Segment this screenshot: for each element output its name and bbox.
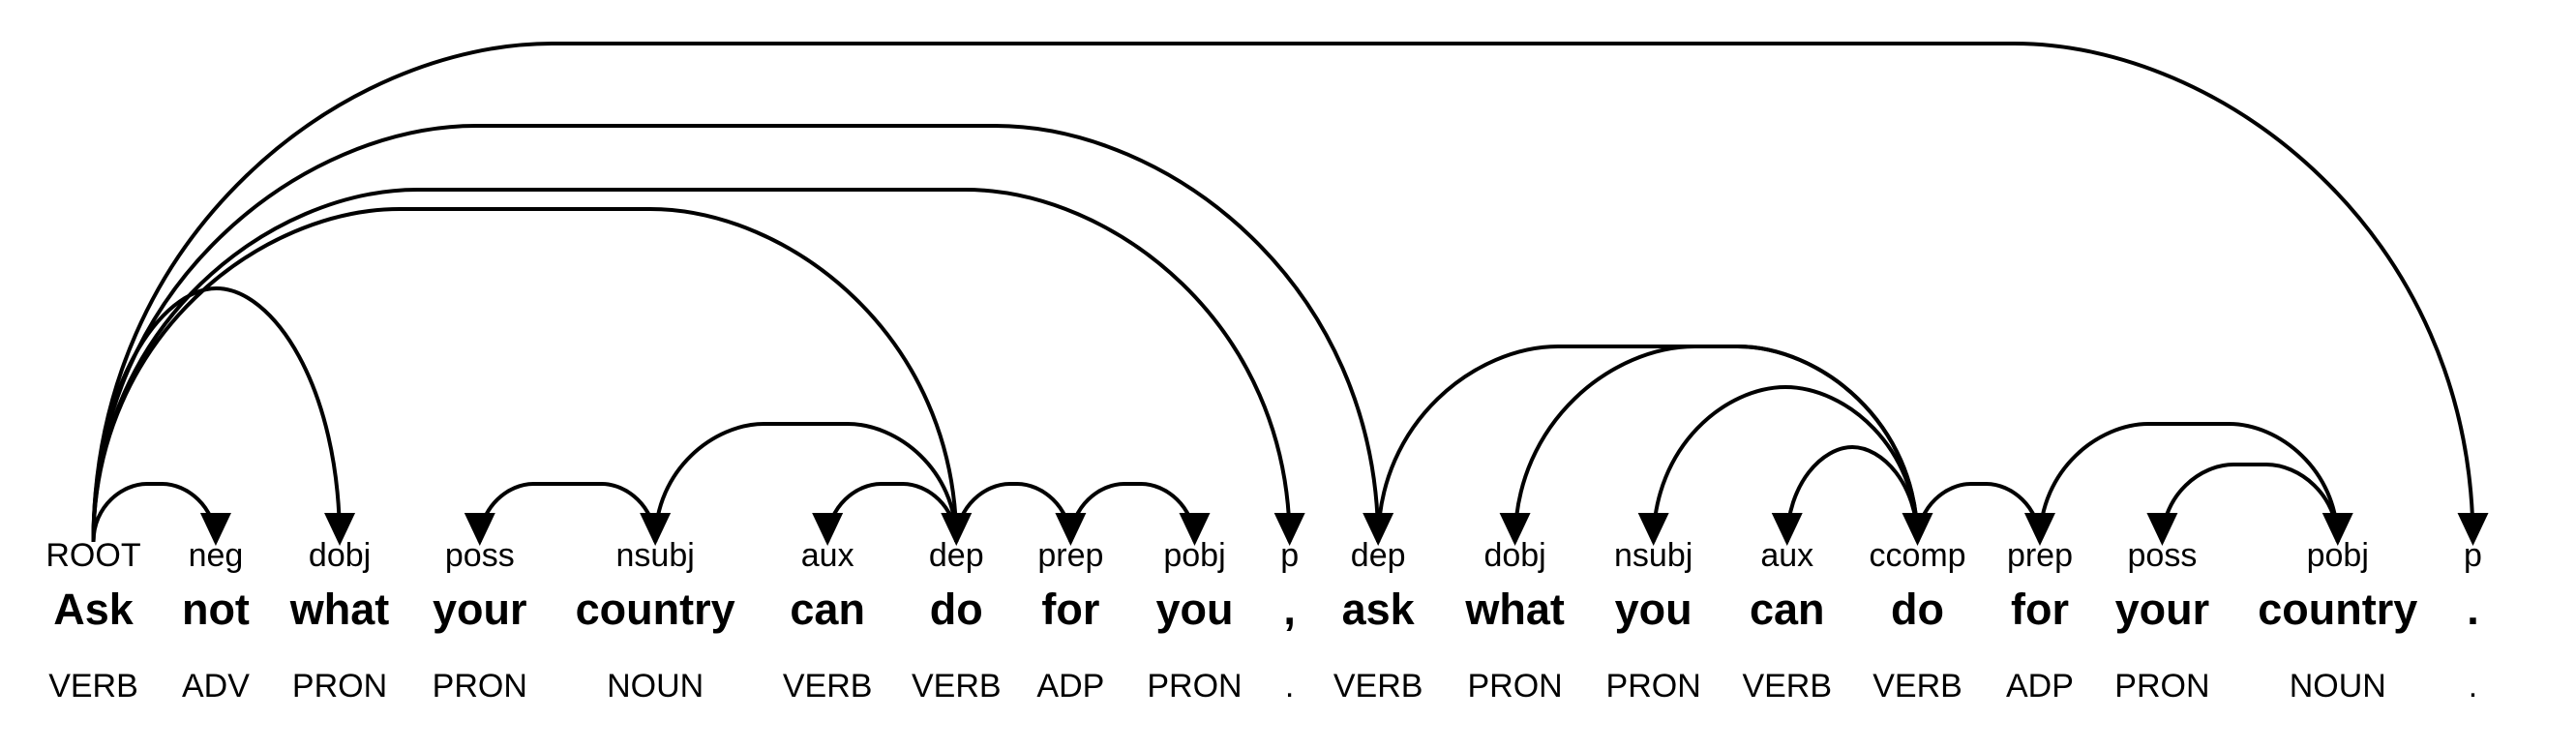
dep-label-16: poss: [2128, 537, 2198, 574]
pos-tag-2: PRON: [292, 668, 387, 705]
arrowhead-poss: [464, 513, 495, 546]
arrowhead-nsubj: [640, 513, 672, 546]
dep-label-2: dobj: [309, 537, 371, 574]
token-word-4[interactable]: country: [576, 585, 735, 634]
dep-label-9: p: [1280, 537, 1299, 574]
arrowhead-poss: [2146, 513, 2178, 546]
pos-tag-12: PRON: [1606, 668, 1701, 705]
dependency-arc-dobj: [91, 285, 343, 543]
dependency-arc-pobj: [1068, 482, 1197, 543]
token-word-1[interactable]: not: [182, 585, 250, 634]
dep-label-14: ccomp: [1869, 537, 1965, 574]
dependency-arc-prep: [954, 482, 1073, 543]
arrowhead-nsubj: [1637, 513, 1669, 546]
arrowhead-dep: [1363, 513, 1394, 546]
token-word-18[interactable]: .: [2467, 585, 2479, 634]
dep-label-17: pobj: [2307, 537, 2369, 574]
arrowhead-dobj: [324, 513, 356, 546]
dependency-arc-prep: [1915, 482, 2042, 543]
dependency-arc-ccomp: [1376, 345, 1920, 543]
pos-tag-7: ADP: [1036, 668, 1104, 705]
arrowhead-dep: [941, 513, 973, 546]
arcs-layer: [91, 42, 2475, 543]
pos-tags-layer: VERB ADV PRON PRON NOUN VERB VERB ADP PRON. VERB P…: [48, 668, 2477, 705]
dependency-arc-poss: [477, 482, 658, 543]
dep-label-3: poss: [445, 537, 515, 574]
pos-tag-9: .: [1285, 668, 1294, 705]
dependency-arc-nsubj: [653, 422, 959, 543]
pos-tag-10: VERB: [1333, 668, 1423, 705]
dependency-labels-layer: ROOT neg dobj poss nsubj aux dep prep pobj p dep do…: [45, 537, 2482, 574]
dep-label-7: prep: [1037, 537, 1103, 574]
token-word-0[interactable]: Ask: [53, 585, 135, 634]
pos-tag-16: PRON: [2114, 668, 2209, 705]
dependency-arc-neg: [91, 482, 218, 543]
token-word-7[interactable]: for: [1041, 585, 1099, 634]
token-word-16[interactable]: your: [2115, 585, 2210, 634]
token-word-13[interactable]: can: [1750, 585, 1825, 634]
arrowhead-p: [2457, 513, 2489, 546]
arrowheads-layer: [199, 513, 2489, 546]
pos-tag-5: VERB: [783, 668, 873, 705]
token-word-17[interactable]: country: [2258, 585, 2417, 634]
dependency-arc-nsubj: [1651, 384, 1920, 543]
token-word-12[interactable]: you: [1615, 585, 1692, 634]
arrowhead-pobj: [2321, 513, 2353, 546]
pos-tag-6: VERB: [912, 668, 1002, 705]
token-word-11[interactable]: what: [1464, 585, 1565, 634]
dependency-arc-aux: [1784, 444, 1920, 543]
pos-tag-18: .: [2469, 668, 2477, 705]
arrowhead-pobj: [1179, 513, 1211, 546]
token-word-6[interactable]: do: [930, 585, 983, 634]
dependency-arc-pobj: [2037, 422, 2340, 543]
dep-label-4: nsubj: [616, 537, 695, 574]
dep-label-5: aux: [801, 537, 854, 574]
dependency-arc-dep: [91, 124, 1381, 543]
dep-label-8: pobj: [1163, 537, 1225, 574]
arrowhead-aux: [812, 513, 844, 546]
pos-tag-17: NOUN: [2290, 668, 2386, 705]
dependency-arc-dep: [91, 207, 959, 543]
pos-tag-11: PRON: [1467, 668, 1562, 705]
dep-label-6: dep: [929, 537, 984, 574]
dependency-arc-p: [91, 188, 1292, 543]
token-word-15[interactable]: for: [2011, 585, 2069, 634]
token-word-2[interactable]: what: [289, 585, 390, 634]
dep-label-1: neg: [189, 537, 244, 574]
dep-label-15: prep: [2007, 537, 2073, 574]
arrowhead-prep: [1055, 513, 1087, 546]
arrowhead-prep: [2023, 513, 2055, 546]
pos-tag-8: PRON: [1147, 668, 1242, 705]
dependency-arc-aux: [825, 482, 959, 543]
token-word-14[interactable]: do: [1891, 585, 1944, 634]
token-word-8[interactable]: you: [1155, 585, 1233, 634]
pos-tag-13: VERB: [1742, 668, 1832, 705]
dep-label-13: aux: [1760, 537, 1813, 574]
arrowhead-ccomp: [1902, 513, 1933, 546]
dep-label-0: ROOT: [45, 537, 140, 574]
pos-tag-4: NOUN: [607, 668, 704, 705]
dependency-arc-p: [91, 42, 2475, 543]
arrowhead-aux: [1771, 513, 1803, 546]
dep-label-12: nsubj: [1614, 537, 1692, 574]
pos-tag-3: PRON: [433, 668, 527, 705]
arrowhead-p: [1273, 513, 1305, 546]
dependency-arc-dobj: [1513, 345, 1920, 543]
pos-tag-14: VERB: [1872, 668, 1962, 705]
token-word-3[interactable]: your: [433, 585, 527, 634]
dep-label-18: p: [2464, 537, 2482, 574]
dep-label-11: dobj: [1483, 537, 1545, 574]
pos-tag-0: VERB: [48, 668, 138, 705]
arrowhead-neg: [199, 513, 231, 546]
token-word-5[interactable]: can: [790, 585, 865, 634]
token-word-9[interactable]: ,: [1283, 585, 1296, 634]
pos-tag-15: ADP: [2006, 668, 2074, 705]
arrowhead-dobj: [1499, 513, 1531, 546]
pos-tag-1: ADV: [182, 668, 250, 705]
dependency-arc-poss: [2160, 463, 2340, 543]
dep-label-10: dep: [1351, 537, 1406, 574]
token-word-10[interactable]: ask: [1342, 585, 1416, 634]
